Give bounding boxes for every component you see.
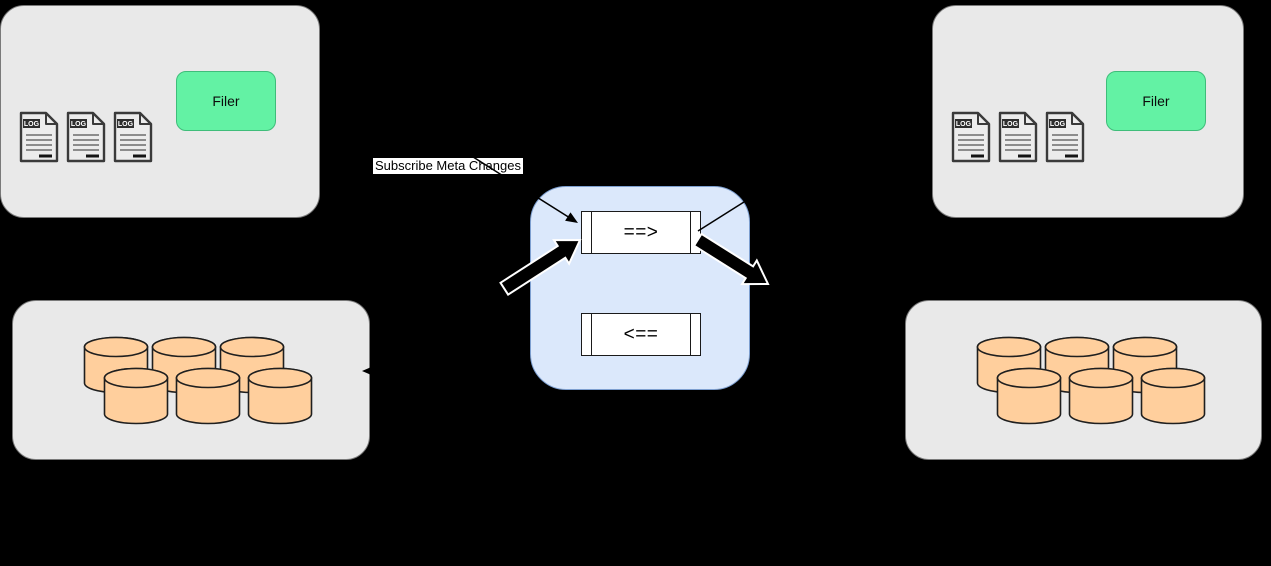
log-file-icon: LOG: [19, 111, 59, 163]
right-filer-node: Filer: [1106, 71, 1206, 131]
log-badge: LOG: [24, 121, 40, 128]
volume-cylinder: [175, 367, 241, 425]
log-badge: LOG: [956, 121, 972, 128]
log-badge: LOG: [71, 121, 87, 128]
log-badge: LOG: [1050, 121, 1066, 128]
meta-subscribe-arrowhead-right: [889, 102, 902, 113]
queue-cap: [591, 314, 592, 355]
log-file-icon: LOG: [66, 111, 106, 163]
log-file-icon: LOG: [951, 111, 991, 163]
queue-forward-label: ==>: [623, 221, 659, 243]
left-filer-node: Filer: [176, 71, 276, 131]
volume-cylinder: [103, 367, 169, 425]
left-volume-cluster: [12, 300, 370, 460]
right-filer-cluster: LOG LOG LOG: [932, 5, 1244, 218]
right-log-files-group: LOG LOG LOG: [951, 111, 1085, 163]
filer-label: Filer: [212, 93, 240, 109]
message-queue-box: ==> <==: [530, 186, 750, 390]
queue-cap: [690, 314, 691, 355]
queue-backward: <==: [581, 313, 701, 356]
right-volume-cluster: [905, 300, 1262, 460]
log-file-icon: LOG: [1045, 111, 1085, 163]
volume-cylinder: [1068, 367, 1134, 425]
subscribe-meta-changes-label: Subscribe Meta Changes: [373, 158, 523, 174]
left-filer-cluster: LOG LOG LOG: [0, 5, 320, 218]
filer-label: Filer: [1142, 93, 1170, 109]
log-file-icon: LOG: [113, 111, 153, 163]
queue-backward-label: <==: [623, 323, 659, 345]
queue-forward: ==>: [581, 211, 701, 254]
queue-cap: [591, 212, 592, 253]
log-badge: LOG: [1003, 121, 1019, 128]
left-log-files-group: LOG LOG LOG: [19, 111, 153, 163]
log-badge: LOG: [118, 121, 134, 128]
volume-cylinder: [247, 367, 313, 425]
volume-cylinder: [996, 367, 1062, 425]
log-file-icon: LOG: [998, 111, 1038, 163]
volume-cylinder: [1140, 367, 1206, 425]
queue-cap: [690, 212, 691, 253]
